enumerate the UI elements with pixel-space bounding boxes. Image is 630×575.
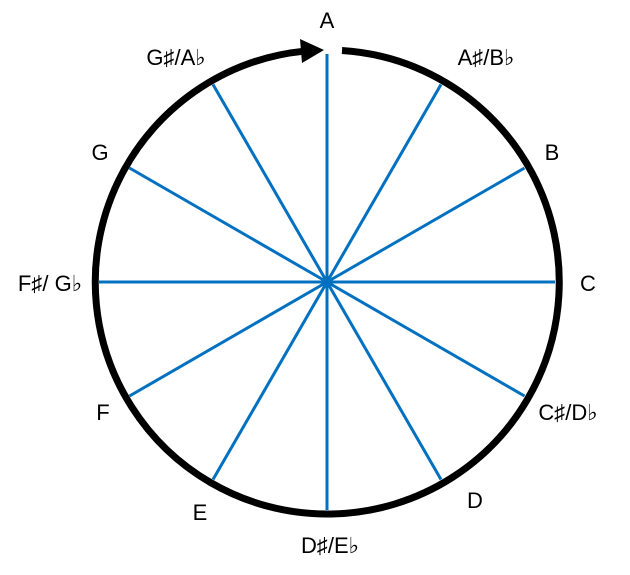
arrowhead-icon — [300, 39, 324, 63]
spoke-line — [211, 281, 329, 481]
spoke-line — [325, 281, 443, 481]
spokes — [99, 54, 555, 510]
note-label: E — [193, 500, 208, 525]
spoke-line — [128, 166, 328, 284]
note-label: G — [91, 140, 108, 165]
note-label: D♯/E♭ — [301, 533, 359, 558]
note-label: C♯/D♭ — [538, 400, 597, 425]
spoke-line — [211, 83, 329, 283]
note-label: B — [545, 140, 560, 165]
note-label: A — [320, 8, 335, 33]
note-labels: A A♯/B♭ B C C♯/D♭ D D♯/E♭ E F F♯/ G♭ G G♯/A♭ — [18, 8, 598, 558]
note-label: F♯/ G♭ — [18, 271, 82, 296]
note-label: G♯/A♭ — [146, 45, 205, 70]
circle-arc-arrow — [91, 47, 563, 518]
spoke-line — [326, 280, 526, 398]
note-label: A♯/B♭ — [458, 45, 515, 70]
spoke-line — [326, 166, 526, 284]
note-label: F — [96, 400, 109, 425]
spoke-line — [325, 83, 443, 283]
note-label: C — [580, 271, 596, 296]
note-label: D — [467, 488, 483, 513]
spoke-line — [128, 280, 328, 398]
